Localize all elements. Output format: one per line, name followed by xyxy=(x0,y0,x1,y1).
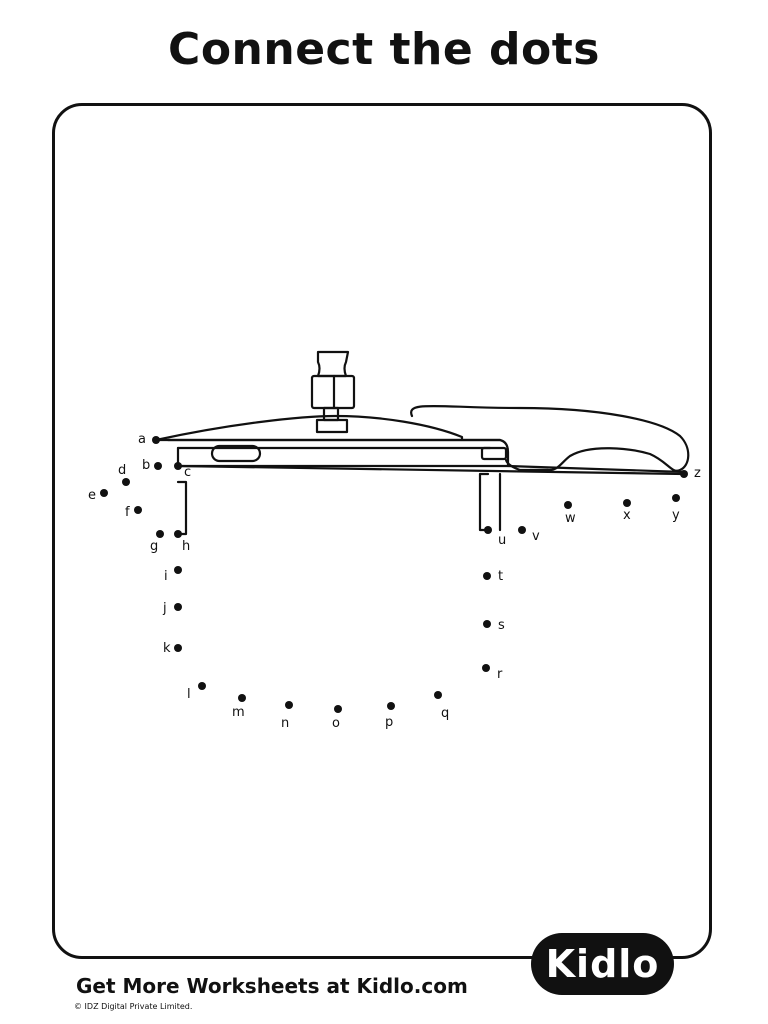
dot-d xyxy=(122,478,130,486)
dot-n xyxy=(285,701,293,709)
dot-g xyxy=(156,530,164,538)
dots-layer: ab c d e f g hi j k l m n o p q r s t u v w x y z xyxy=(88,432,701,731)
weight xyxy=(316,350,350,378)
handle xyxy=(410,404,690,472)
dot-label-a: a xyxy=(138,432,146,447)
dot-o xyxy=(334,705,342,713)
dot-label-w: w xyxy=(565,511,576,526)
dot-label-f: f xyxy=(125,505,130,520)
dot-label-v: v xyxy=(532,529,540,544)
dot-p xyxy=(387,702,395,710)
dot-z xyxy=(680,470,688,478)
dot-y xyxy=(672,494,680,502)
dot-label-z: z xyxy=(694,466,701,481)
dot-label-i: i xyxy=(164,569,168,584)
dot-label-t: t xyxy=(498,569,503,584)
footer-link-text: Get More Worksheets at Kidlo.com xyxy=(76,974,468,998)
dot-m xyxy=(238,694,246,702)
dot-label-k: k xyxy=(163,641,171,656)
rim-slot xyxy=(210,444,262,463)
dot-label-u: u xyxy=(498,533,506,548)
dot-l xyxy=(198,682,206,690)
dot-k xyxy=(174,644,182,652)
copyright-text: © IDZ Digital Private Limited. xyxy=(74,1002,193,1011)
dot-a xyxy=(152,436,160,444)
dot-label-l: l xyxy=(187,687,191,702)
dot-q xyxy=(434,691,442,699)
dot-label-n: n xyxy=(281,716,289,731)
page-title: Connect the dots xyxy=(168,24,600,75)
dot-label-c: c xyxy=(184,465,191,480)
dot-h xyxy=(174,530,182,538)
dot-label-r: r xyxy=(497,667,503,682)
dot-j xyxy=(174,603,182,611)
dot-label-x: x xyxy=(623,508,631,523)
dot-x xyxy=(623,499,631,507)
dot-r xyxy=(482,664,490,672)
dot-u xyxy=(484,526,492,534)
dot-s xyxy=(483,620,491,628)
dot-label-p: p xyxy=(385,715,393,730)
dot-t xyxy=(483,572,491,580)
lid-rim xyxy=(166,438,510,468)
dot-c xyxy=(174,462,182,470)
dot-label-q: q xyxy=(441,706,449,721)
dot-e xyxy=(100,489,108,497)
dot-label-g: g xyxy=(150,539,158,554)
dot-label-s: s xyxy=(498,618,505,633)
dot-label-d: d xyxy=(118,463,126,478)
dot-b xyxy=(154,462,162,470)
dot-label-e: e xyxy=(88,488,96,503)
kidlo-logo: Kidlo xyxy=(531,933,674,995)
dot-f xyxy=(134,506,142,514)
dot-label-y: y xyxy=(672,508,680,523)
dot-label-b: b xyxy=(142,458,150,473)
dot-w xyxy=(564,501,572,509)
dot-i xyxy=(174,566,182,574)
logo-text: Kidlo xyxy=(545,942,660,986)
dot-label-h: h xyxy=(182,539,190,554)
lid-outline xyxy=(154,414,464,442)
dot-v xyxy=(518,526,526,534)
dot-label-j: j xyxy=(162,601,167,616)
dot-label-o: o xyxy=(332,716,340,731)
dot-label-m: m xyxy=(232,705,245,720)
